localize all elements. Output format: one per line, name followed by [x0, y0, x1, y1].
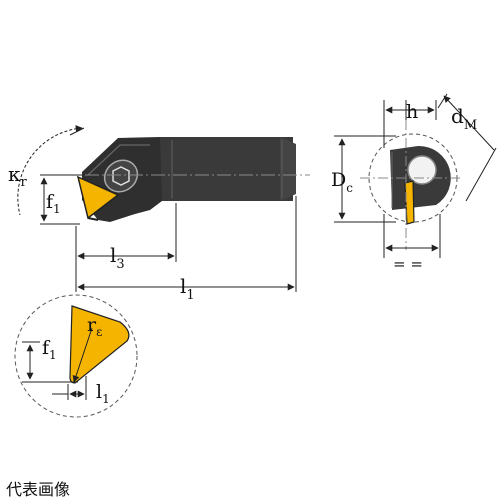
- kr-label: κr: [8, 162, 28, 190]
- detail-l1-label: l1: [96, 381, 110, 406]
- detail-circle: [14, 294, 138, 418]
- detail-re-label: rε: [87, 314, 102, 339]
- l1-label: l1: [180, 274, 195, 303]
- end-view: [360, 120, 460, 250]
- insert-triangle: [76, 175, 120, 220]
- equal-label: = =: [393, 255, 423, 273]
- clamp-screw-icon: [103, 159, 139, 193]
- bar-shank: [160, 137, 293, 201]
- detail-insert: [69, 305, 130, 384]
- image-caption: 代表画像: [6, 480, 71, 499]
- detail-f1-label: f1: [42, 337, 57, 362]
- boring-bar-side-view: [76, 137, 310, 222]
- h-label: h: [406, 101, 418, 123]
- equal-dimension: = =: [383, 214, 441, 273]
- l3-dimension: l3: [75, 203, 177, 292]
- kr-angle-dimension: κr: [8, 125, 85, 216]
- dm-label: dM: [451, 104, 477, 133]
- dc-label: Dc: [331, 169, 353, 195]
- dm-dimension: dM: [437, 93, 497, 202]
- insert-detail: f1 rε l1: [14, 294, 138, 418]
- f1-label: f1: [46, 191, 61, 216]
- l1-dimension: l1: [77, 196, 297, 303]
- l3-label: l3: [110, 243, 125, 272]
- h-dimension: h: [383, 100, 437, 148]
- f1-dimension: f1: [40, 174, 82, 225]
- dc-dimension: Dc: [331, 135, 396, 223]
- bar-shank-end: [280, 137, 296, 201]
